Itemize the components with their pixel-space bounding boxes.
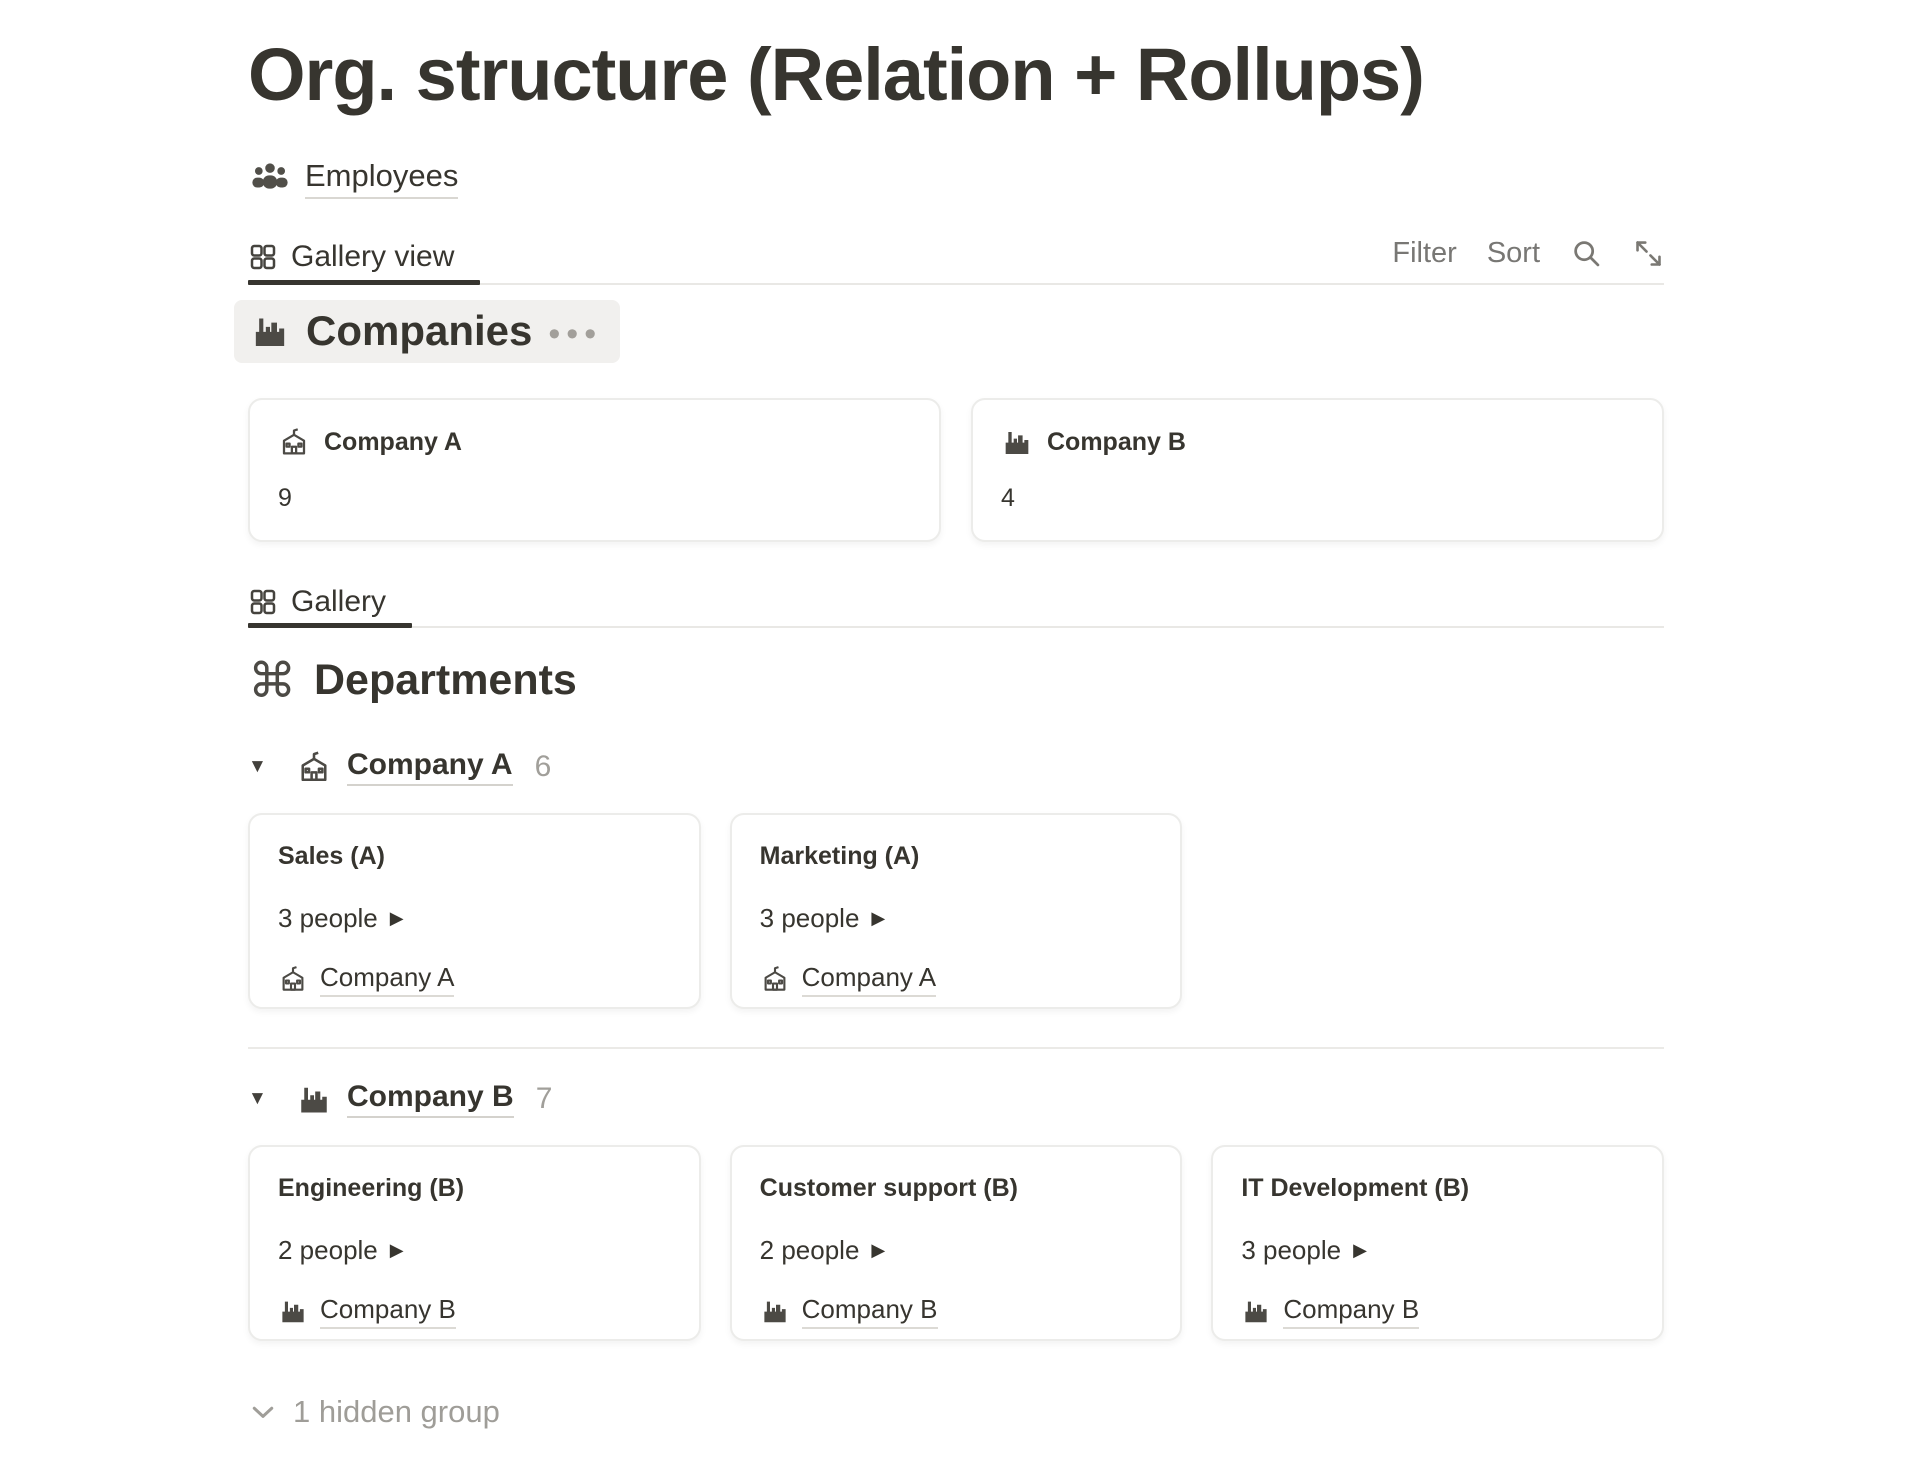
card-title: Sales (A) [278,841,385,870]
expand-icon[interactable] [1633,238,1664,269]
expand-relation-icon[interactable]: ▶ [1353,1240,1367,1261]
group-divider [248,1046,1664,1049]
card-title: Company A [324,427,462,456]
school-icon [278,426,310,458]
departments-title-label: Departments [314,656,577,705]
tab-gallery-view[interactable]: Gallery view [248,231,481,285]
companies-gallery: Company A 9 Company B 4 [248,397,1664,542]
view-controls: Filter Sort [1392,237,1664,276]
hidden-group-label: 1 hidden group [293,1393,500,1429]
page-title: Org. structure (Relation + Rollups) [248,33,1425,116]
factory-icon [296,1081,332,1117]
tab-gallery[interactable]: Gallery [248,578,413,628]
company-card-a[interactable]: Company A 9 [248,397,941,542]
expand-relation-icon[interactable]: ▶ [389,908,404,929]
sort-button[interactable]: Sort [1486,237,1540,270]
tab-label: Gallery [291,584,387,618]
card-title: Company B [1047,427,1186,456]
company-link[interactable]: Company A [801,962,937,997]
people-count: 2 people [759,1234,860,1265]
card-title: Engineering (B) [278,1173,465,1202]
card-title: IT Development (B) [1241,1173,1470,1202]
people-count: 2 people [278,1234,378,1265]
companies-title-label: Companies [306,307,533,355]
command-icon: ⌘ [248,654,296,708]
card-title: Marketing (A) [759,841,920,870]
chevron-down-icon [248,1397,278,1427]
group-link[interactable]: Company A [347,748,513,786]
department-card-customer-support[interactable]: Customer support (B) 2 people ▶ Company … [729,1144,1183,1341]
search-icon[interactable] [1570,237,1603,270]
school-icon [278,964,308,994]
group-toggle-icon[interactable]: ▼ [248,755,267,777]
hidden-group-toggle[interactable]: 1 hidden group [248,1394,1664,1430]
factory-icon [760,1296,790,1326]
expand-relation-icon[interactable]: ▶ [871,1240,886,1261]
company-link[interactable]: Company B [1283,1294,1420,1329]
people-count: 3 people [278,902,378,933]
departments-view-toolbar: Gallery [248,578,1664,628]
expand-relation-icon[interactable]: ▶ [871,908,886,929]
rollup-count: 9 [278,483,292,512]
department-card-sales[interactable]: Sales (A) 3 people ▶ Company A [248,812,701,1009]
factory-icon [1001,426,1033,458]
card-title: Customer support (B) [759,1173,1018,1202]
people-count: 3 people [1241,1234,1342,1265]
gallery-grid-icon [248,587,278,617]
company-card-b[interactable]: Company B 4 [971,397,1664,542]
factory-icon [1241,1296,1271,1326]
filter-button[interactable]: Filter [1392,237,1457,270]
departments-gallery-company-b: Engineering (B) 2 people ▶ Company B Cus… [248,1144,1664,1341]
group-count: 7 [535,1081,553,1115]
factory-icon [278,1296,308,1326]
notion-page: Org. structure (Relation + Rollups) Empl… [234,33,1664,1430]
department-card-it-development[interactable]: IT Development (B) 3 people ▶ Company B [1211,1144,1664,1341]
companies-db-title[interactable]: Companies ••• [234,299,621,363]
group-header-company-b: ▼ Company B 7 [248,1080,1664,1118]
departments-gallery-company-a: Sales (A) 3 people ▶ Company A Marketing… [248,812,1664,1009]
expand-relation-icon[interactable]: ▶ [389,1240,404,1261]
group-count: 6 [534,749,552,783]
school-icon [296,749,332,785]
gallery-grid-icon [248,242,278,272]
factory-icon [250,311,290,351]
people-count: 3 people [759,902,860,933]
tab-label: Gallery view [291,239,455,273]
company-link[interactable]: Company B [320,1294,456,1329]
company-link[interactable]: Company B [801,1294,938,1329]
department-card-marketing[interactable]: Marketing (A) 3 people ▶ Company A [729,812,1183,1009]
rollup-count: 4 [1001,483,1015,512]
more-options-icon[interactable]: ••• [548,315,603,354]
employees-page-link[interactable]: Employees [248,158,1664,199]
departments-db-title: ⌘ Departments [248,656,1664,706]
employees-link-label: Employees [305,158,459,199]
people-icon [248,159,292,197]
companies-view-toolbar: Gallery view Filter Sort [248,231,1664,285]
company-link[interactable]: Company A [320,962,455,997]
department-card-engineering[interactable]: Engineering (B) 2 people ▶ Company B [248,1144,701,1341]
group-toggle-icon[interactable]: ▼ [248,1087,267,1109]
school-icon [760,964,790,994]
group-link[interactable]: Company B [347,1080,514,1118]
group-header-company-a: ▼ Company A 6 [248,748,1664,786]
